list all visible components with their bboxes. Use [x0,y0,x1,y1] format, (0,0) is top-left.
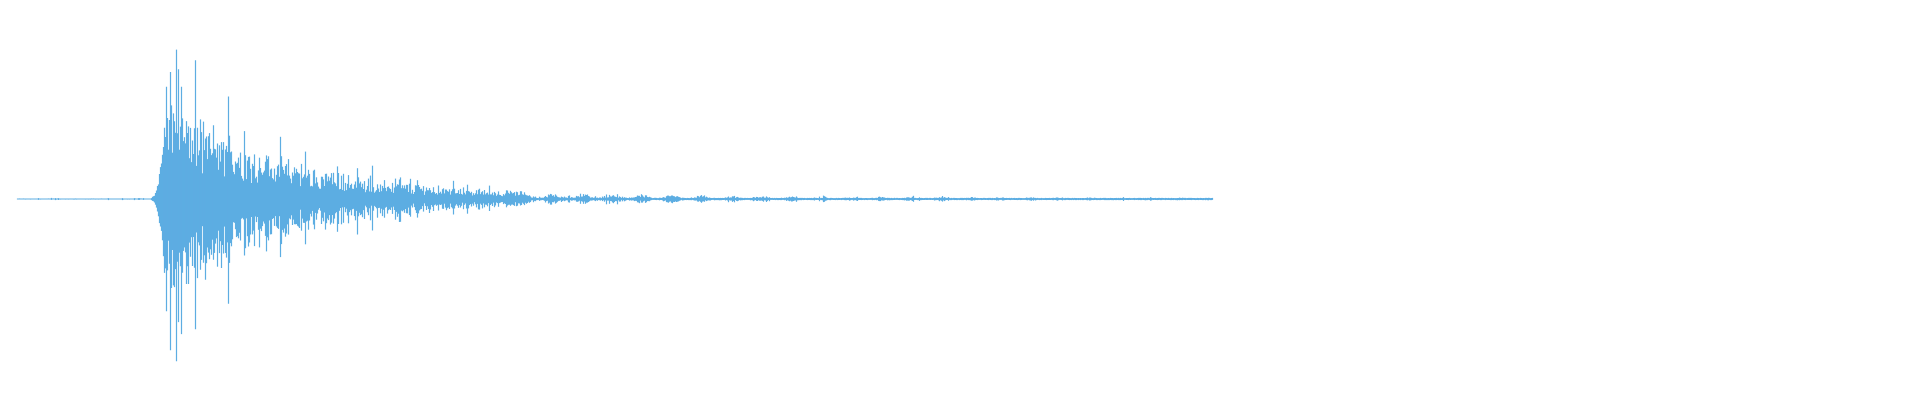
waveform-bars [16,49,1214,362]
